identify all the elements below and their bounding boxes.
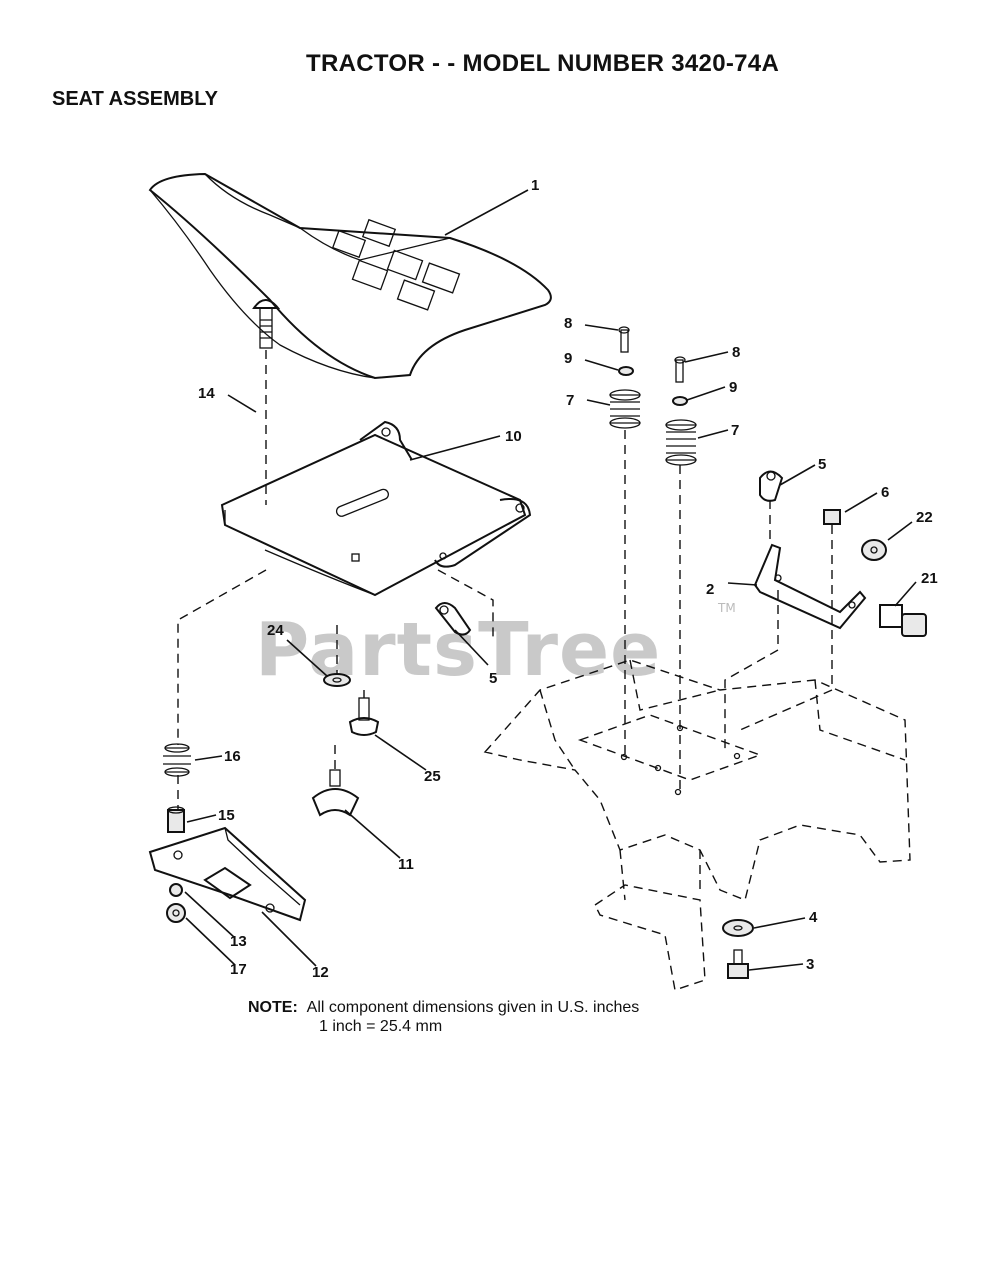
callout-10: 10 <box>505 428 522 445</box>
part-bolt-21 <box>879 604 927 637</box>
part-spring-7-left <box>609 389 641 429</box>
callout-9-right: 9 <box>729 379 737 396</box>
note-line-2: 1 inch = 25.4 mm <box>319 1018 443 1035</box>
part-pin-8-left <box>618 326 630 353</box>
note-label: NOTE: <box>248 999 298 1016</box>
section-title: SEAT ASSEMBLY <box>52 88 218 110</box>
part-bolt-3 <box>727 949 749 979</box>
part-knob-11 <box>311 769 360 817</box>
part-clip-right <box>759 470 784 502</box>
callout-15: 15 <box>218 807 235 824</box>
callout-22: 22 <box>916 509 933 526</box>
part-nut-17 <box>166 903 186 923</box>
part-nut-6 <box>823 509 841 525</box>
part-washer-4 <box>722 919 754 937</box>
callout-14: 14 <box>198 385 215 402</box>
callout-9-left: 9 <box>564 350 572 367</box>
callout-3: 3 <box>806 956 814 973</box>
watermark: PartsTree <box>255 607 661 693</box>
callout-12: 12 <box>312 964 329 981</box>
part-stud-25 <box>348 697 380 736</box>
part-pin-8-right <box>674 356 686 383</box>
callout-1: 1 <box>531 177 539 194</box>
callout-7-left: 7 <box>566 392 574 409</box>
part-nut-13 <box>169 883 183 897</box>
callout-24: 24 <box>267 622 284 639</box>
callout-21: 21 <box>921 570 938 587</box>
callout-8-right: 8 <box>732 344 740 361</box>
part-washer-9-left <box>618 366 634 376</box>
alignment-lines <box>177 350 833 810</box>
part-washer-9-right <box>672 396 688 406</box>
callout-2: 2 <box>706 581 714 598</box>
leader-lines <box>184 189 917 971</box>
callout-7-right: 7 <box>731 422 739 439</box>
dimension-note: NOTE: All component dimensions given in … <box>248 998 639 1036</box>
callout-6: 6 <box>881 484 889 501</box>
callout-5-left: 5 <box>489 670 497 687</box>
callout-17: 17 <box>230 961 247 978</box>
callout-13: 13 <box>230 933 247 950</box>
part-bushing <box>167 806 185 833</box>
part-mounting-bracket <box>148 826 307 922</box>
note-line-1: All component dimensions given in U.S. i… <box>306 999 640 1016</box>
callout-4: 4 <box>809 909 818 926</box>
page-title: TRACTOR - - MODEL NUMBER 3420-74A <box>306 50 780 77</box>
part-lower-spring <box>163 743 191 777</box>
callout-5-right: 5 <box>818 456 826 473</box>
callout-labels: 1 8 9 7 8 9 7 14 10 5 6 22 21 2 5 24 25 … <box>198 177 938 981</box>
part-carriage-bolt <box>252 299 281 349</box>
part-seat-pan <box>220 420 532 597</box>
part-seat <box>148 172 552 380</box>
callout-25: 25 <box>424 768 441 785</box>
callout-11: 11 <box>398 856 414 873</box>
callout-8-left: 8 <box>564 315 572 332</box>
part-nut-22 <box>861 539 887 561</box>
part-spring-7-right <box>665 419 697 466</box>
callout-16: 16 <box>224 748 241 765</box>
part-washer-24 <box>323 673 351 687</box>
part-bracket-2 <box>753 543 867 630</box>
tractor-frame-outline <box>483 659 911 991</box>
watermark-tm: TM <box>717 601 736 615</box>
